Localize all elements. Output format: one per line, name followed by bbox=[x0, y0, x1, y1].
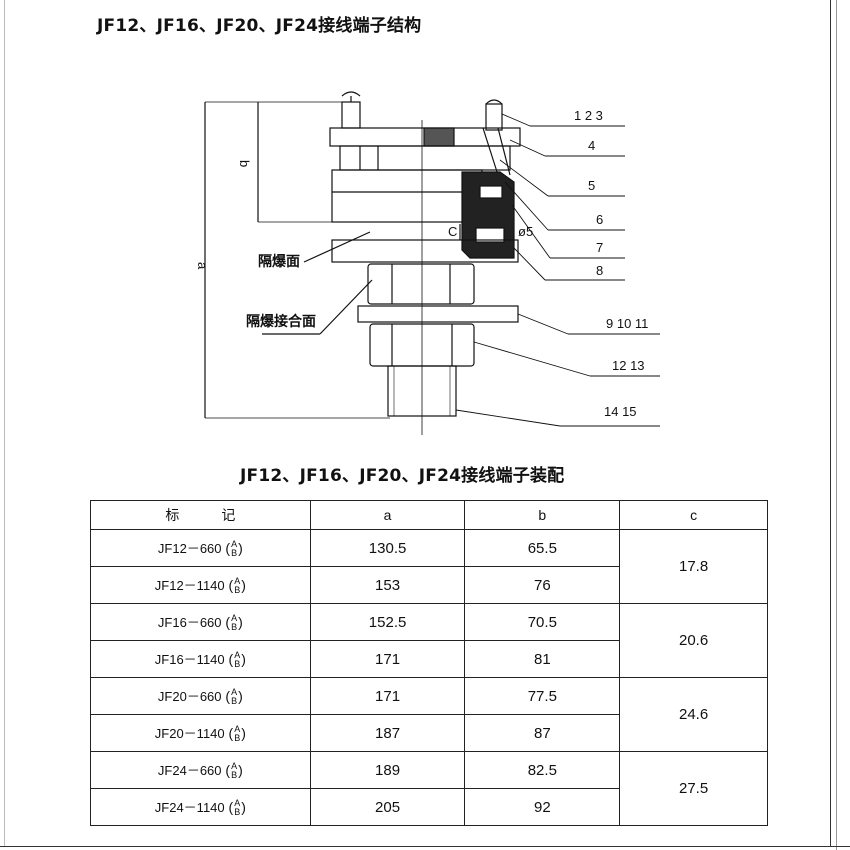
callout-4: 4 bbox=[588, 138, 595, 153]
mark-text: JF20－660 bbox=[157, 688, 222, 704]
value-a-cell: 171 bbox=[309, 640, 466, 678]
header-a: a bbox=[309, 500, 466, 530]
callout-5: 5 bbox=[588, 178, 595, 193]
left-nut bbox=[341, 101, 361, 129]
threaded-stud bbox=[387, 365, 457, 417]
value-a-cell: 171 bbox=[309, 677, 466, 715]
value-b-cell: 87 bbox=[464, 714, 621, 752]
right-nut bbox=[485, 103, 503, 131]
mark-text: JF12－660 bbox=[157, 540, 222, 556]
mark-text: JF16－1140 bbox=[154, 651, 225, 667]
callout-6: 6 bbox=[596, 212, 603, 227]
callout-1-2-3: 1 2 3 bbox=[574, 108, 603, 123]
flange bbox=[331, 239, 519, 263]
value-b-cell: 77.5 bbox=[464, 677, 621, 715]
frame-right-edge bbox=[836, 0, 837, 850]
callout-8: 8 bbox=[596, 263, 603, 278]
value-a-cell: 152.5 bbox=[309, 603, 466, 641]
flameproof-joint-label: 隔爆接合面 bbox=[246, 313, 316, 330]
mark-text: JF24－1140 bbox=[154, 799, 225, 815]
value-c-cell: 20.6 bbox=[619, 603, 768, 678]
value-b-cell: 70.5 bbox=[464, 603, 621, 641]
callout-14-15: 14 15 bbox=[604, 404, 637, 419]
callout-7: 7 bbox=[596, 240, 603, 255]
value-c-cell: 17.8 bbox=[619, 529, 768, 604]
mark-text: JF12－1140 bbox=[154, 577, 225, 593]
dim-b-label: b bbox=[237, 160, 252, 167]
assembly-title: JF12、JF16、JF20、JF24接线端子装配 bbox=[240, 466, 565, 486]
mark-text: JF24－660 bbox=[157, 762, 222, 778]
value-c-cell: 24.6 bbox=[619, 677, 768, 752]
value-c-cell: 27.5 bbox=[619, 751, 768, 826]
header-c: c bbox=[619, 500, 768, 530]
value-a-cell: 189 bbox=[309, 751, 466, 789]
value-b-cell: 76 bbox=[464, 566, 621, 604]
mark-text: JF16－660 bbox=[157, 614, 222, 630]
mark-text: JF20－1140 bbox=[154, 725, 225, 741]
table-header-row: 标 记 a b c bbox=[90, 500, 768, 530]
value-a-cell: 130.5 bbox=[309, 529, 466, 567]
flameproof-surface-label: 隔爆面 bbox=[258, 253, 300, 270]
upper-body bbox=[339, 145, 511, 171]
page-frame bbox=[830, 0, 831, 846]
hex-nut-upper bbox=[367, 263, 475, 305]
value-a-cell: 153 bbox=[309, 566, 466, 604]
callout-9-10-11: 9 10 11 bbox=[606, 316, 648, 331]
main-body bbox=[331, 169, 483, 223]
washer-plate bbox=[357, 305, 519, 323]
header-b: b bbox=[464, 500, 621, 530]
value-b-cell: 82.5 bbox=[464, 751, 621, 789]
structure-title: JF12、JF16、JF20、JF24接线端子结构 bbox=[97, 16, 422, 36]
value-b-cell: 92 bbox=[464, 788, 621, 826]
insulator-block bbox=[461, 171, 515, 259]
callout-12-13: 12 13 bbox=[612, 358, 645, 373]
frame-bottom-edge bbox=[0, 846, 850, 847]
diameter-label: ø5 bbox=[518, 224, 533, 239]
frame-left-edge bbox=[4, 0, 5, 846]
header-mark: 标 记 bbox=[90, 500, 311, 530]
value-b-cell: 65.5 bbox=[464, 529, 621, 567]
dim-a-label: a bbox=[195, 262, 210, 270]
callout-leaders bbox=[455, 113, 660, 427]
value-a-cell: 205 bbox=[309, 788, 466, 826]
value-b-cell: 81 bbox=[464, 640, 621, 678]
value-a-cell: 187 bbox=[309, 714, 466, 752]
dim-c-label: C bbox=[448, 224, 457, 239]
terminal-structure-drawing: a b C ø5 隔爆面 隔爆接合面 bbox=[195, 91, 660, 435]
